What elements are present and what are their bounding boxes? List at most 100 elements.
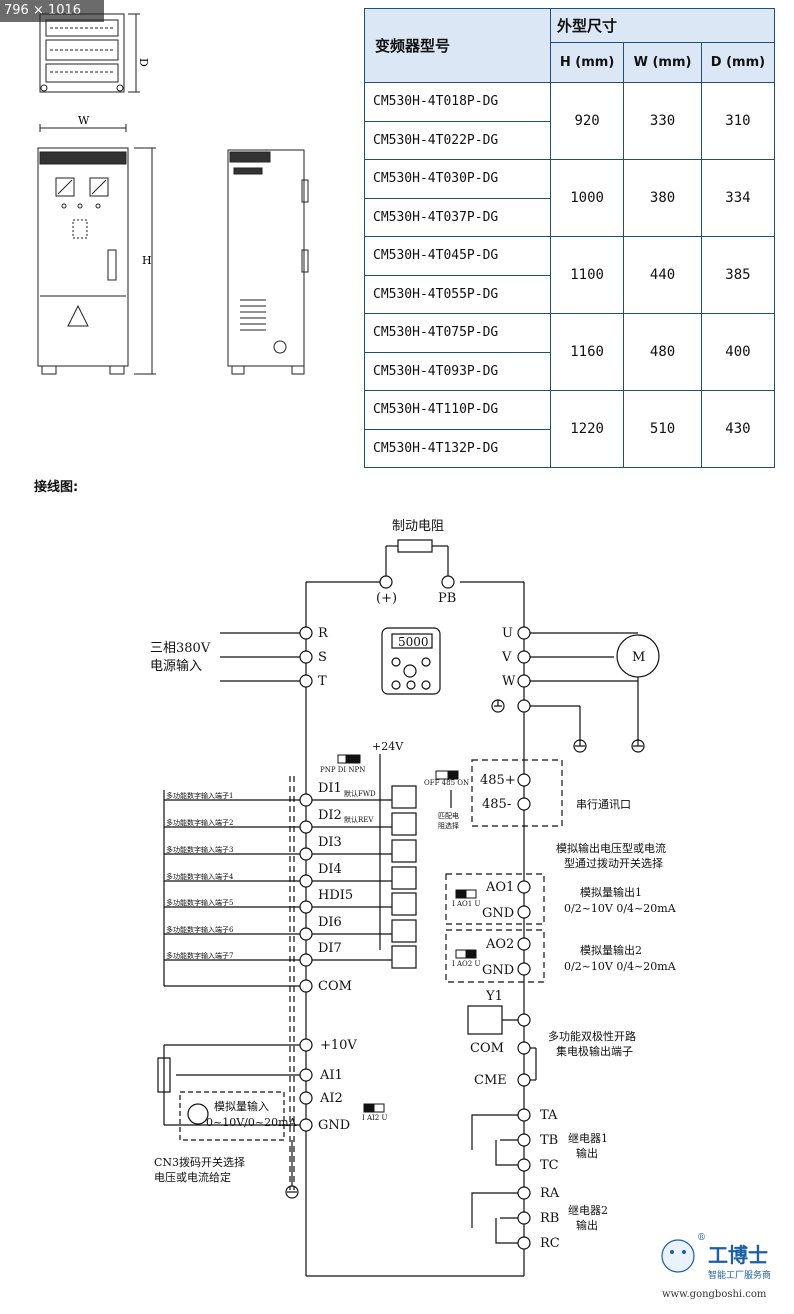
mascot-icon xyxy=(661,1239,695,1273)
w-value-cell: 330 xyxy=(623,82,702,160)
serial-port-label: 串行通讯口 xyxy=(576,798,631,811)
keypad-display: 5000 xyxy=(398,635,429,649)
w-value-cell: 440 xyxy=(623,236,702,314)
terminal-ai2 xyxy=(299,1091,313,1105)
ao2-gnd-label: GND xyxy=(482,963,514,978)
ao2-switch-label: I AO2 U xyxy=(452,960,480,968)
table-row: CM530H-4T018P-DG 920 330 310 xyxy=(364,82,776,160)
model-column-header: 变频器型号 xyxy=(364,8,551,83)
d-value-cell: 430 xyxy=(700,390,776,468)
terminal-di4 xyxy=(299,874,313,888)
ao2-desc-1: 模拟量输出2 xyxy=(580,943,642,957)
model-cell: CM530H-4T132P-DG xyxy=(364,428,551,468)
terminal-ao1-gnd xyxy=(517,905,531,919)
rs485-minus-label: 485- xyxy=(482,797,511,812)
terminal-s xyxy=(299,650,313,664)
match-resistor-label-2: 阻选择 xyxy=(438,821,459,830)
di-input-label-7: 多功能数字输入端子7 xyxy=(166,951,233,960)
d-column-header: D (mm) xyxy=(700,42,776,83)
logo-title: 工博士 xyxy=(708,1243,768,1267)
h-value-cell: 920 xyxy=(549,82,625,160)
ground-icon xyxy=(631,739,645,753)
rs485-plus-label: 485+ xyxy=(480,773,516,788)
side-view-drawing xyxy=(227,149,309,375)
terminal-di1 xyxy=(299,793,313,807)
ai1-label: AI1 xyxy=(319,1068,343,1083)
table-row: CM530H-4T093P-DG xyxy=(364,351,775,391)
model-cell: CM530H-4T018P-DG xyxy=(364,82,551,122)
label-v: V xyxy=(501,650,512,665)
di-input-label-3: 多功能数字输入端子3 xyxy=(166,845,233,854)
table-row: CM530H-4T132P-DG xyxy=(364,428,775,468)
logo-subtitle: 智能工厂服务商 xyxy=(708,1269,771,1281)
terminal-10v xyxy=(299,1038,313,1052)
terminal-y1-com xyxy=(517,1041,531,1055)
size-column-header: 外型尺寸 xyxy=(550,8,775,43)
analog-input-label-1: 模拟量输入 xyxy=(214,1099,269,1113)
dim-w-label: W xyxy=(78,114,90,127)
h-value-cell: 1000 xyxy=(549,159,625,237)
ground-icon xyxy=(573,739,587,753)
terminal-ao2 xyxy=(517,937,531,951)
terminal-ao2-gnd xyxy=(517,962,531,976)
brake-resistor xyxy=(397,539,433,553)
table-row: CM530H-4T022P-DG xyxy=(364,120,775,160)
outline-drawings: D W H xyxy=(37,13,309,375)
d-value-cell: 334 xyxy=(700,159,776,237)
hdi5-label: HDI5 xyxy=(318,888,353,903)
motor-label: M xyxy=(632,650,645,665)
terminal-di6 xyxy=(299,927,313,941)
relay2-label-2: 输出 xyxy=(576,1218,598,1232)
h-column-header: H (mm) xyxy=(549,42,625,83)
terminal-485p xyxy=(517,773,531,787)
d-value-cell: 385 xyxy=(700,236,776,314)
table-row: CM530H-4T045P-DG 1100 440 385 xyxy=(364,236,776,314)
terminal-cme xyxy=(517,1073,531,1087)
model-cell: CM530H-4T093P-DG xyxy=(364,351,551,391)
power-input-label-1: 三相380V xyxy=(150,641,211,656)
di4-label: DI4 xyxy=(318,862,342,877)
ao1-desc-2: 0/2~10V 0/4~20mA xyxy=(564,902,677,915)
label-plus: (+) xyxy=(376,591,397,606)
tc-label: TC xyxy=(540,1158,559,1173)
logo-url: www.gongboshi.com xyxy=(662,1289,767,1300)
y1-desc-2: 集电极输出端子 xyxy=(556,1044,633,1058)
ai2-switch-label: I AI2 U xyxy=(362,1114,387,1122)
terminal-hdi5 xyxy=(299,900,313,914)
terminal-plus xyxy=(379,575,393,589)
terminal-pe xyxy=(517,699,531,713)
terminal-ai1 xyxy=(299,1068,313,1082)
potentiometer xyxy=(157,1057,171,1093)
di-input-label-4: 多功能数字输入端子4 xyxy=(166,872,234,881)
y1-desc-1: 多功能双极性开路 xyxy=(548,1029,636,1043)
terminal-w xyxy=(517,674,531,688)
label-u: U xyxy=(502,626,513,641)
di6-label: DI6 xyxy=(318,915,342,930)
ao2-desc-2: 0/2~10V 0/4~20mA xyxy=(564,960,677,973)
rb-label: RB xyxy=(540,1211,559,1226)
ground-icon xyxy=(285,1185,299,1199)
pnp-switch-label: PNP DI NPN xyxy=(320,766,365,774)
table-row: CM530H-4T110P-DG 1220 510 430 xyxy=(364,390,776,468)
table-row: CM530H-4T037P-DG xyxy=(364,197,775,237)
terminal-gnd xyxy=(299,1118,313,1132)
di-input-label-2: 多功能数字输入端子2 xyxy=(166,818,233,827)
terminal-t xyxy=(299,674,313,688)
front-view-drawing xyxy=(37,124,156,375)
d-value-cell: 310 xyxy=(700,82,776,160)
dim-h-label: H xyxy=(142,254,152,267)
ao1-desc-1: 模拟量输出1 xyxy=(580,885,642,899)
485-switch-label: OFF 485 ON xyxy=(424,779,469,787)
table-row: CM530H-4T030P-DG 1000 380 334 xyxy=(364,159,776,237)
cme-label: CME xyxy=(474,1073,507,1088)
wiring-diagram-heading: 接线图: xyxy=(34,480,79,495)
model-cell: CM530H-4T045P-DG xyxy=(364,236,551,276)
logo-reg: ® xyxy=(697,1233,706,1243)
terminal-di3 xyxy=(299,847,313,861)
label-s: S xyxy=(318,650,327,665)
terminal-ao1 xyxy=(517,880,531,894)
ao1-gnd-label: GND xyxy=(482,906,514,921)
terminal-pb xyxy=(441,575,455,589)
top-view-drawing xyxy=(39,13,140,93)
